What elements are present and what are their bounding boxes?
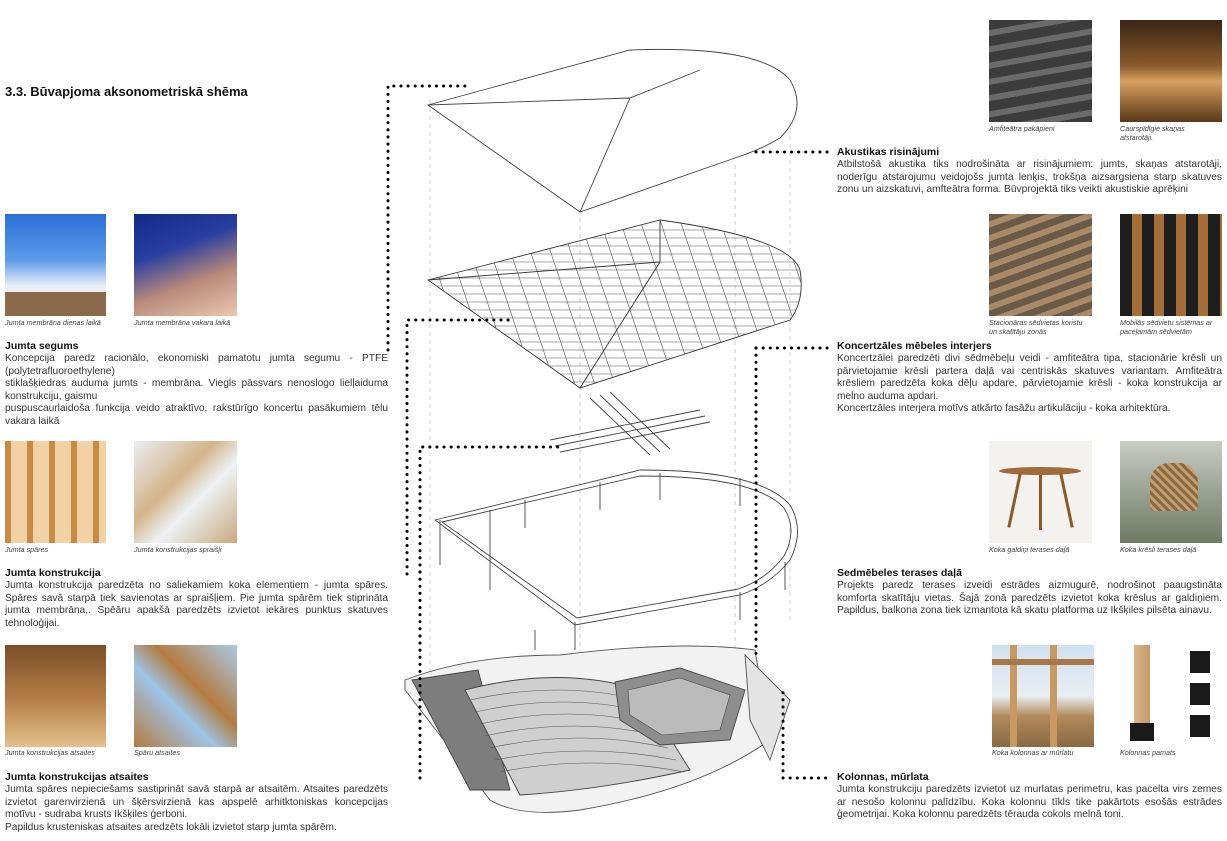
caption-roof-ties: Jumta konstrukcijas atsaites (5, 748, 95, 757)
section-body-kolonnas: Jumta konstrukciju paredzēts izvietot uz… (837, 784, 1222, 821)
section-body-jumta-konstrukcija: Jumta konstrukcija paredzēta no saliekam… (5, 580, 388, 629)
photo-rafter-ties (134, 645, 237, 747)
section-body-akustika: Atbilstošā akustika tiks nodrošināta ar … (837, 159, 1222, 196)
caption-column-base: Kolonnas pamats (1120, 748, 1176, 757)
section-body-jumta-segums: Koncepcija paredz racionālo, ekonomiski … (5, 353, 388, 429)
cross-bracing (549, 391, 711, 456)
roof-membrane (426, 48, 798, 213)
mebeles-paragraph-1: Koncertzālei paredzēti divi sēdmēbeļu ve… (837, 353, 1222, 402)
photo-terrace-tables (989, 441, 1092, 543)
roof-grid (426, 219, 802, 389)
segums-paragraph-2: stiklašķiedras auduma jumts - membrāna. … (5, 378, 388, 402)
mebeles-paragraph-2: Koncertzāles interjera motīvs atkārto fa… (837, 403, 1171, 415)
leader-lines-left (386, 84, 560, 780)
photo-stationary-seats (989, 214, 1092, 316)
caption-mobile-seats: Mobilās sēdvietu sistēmas ar paceļamām s… (1120, 318, 1213, 336)
section-title-terase: Sedmēbeles terases daļā (837, 567, 962, 579)
caption-stationary-seats: Stacionāras sēdvietas koristu un skatītā… (989, 318, 1083, 336)
section-title-mebeles: Koncertzāles mēbeles interjers (837, 340, 992, 352)
caption-roof-struts: Jumta konstrukcijas spraišļi (134, 545, 222, 554)
caption-terrace-chairs: Koka krēsli terases daļā (1120, 545, 1197, 554)
section-title-jumta-segums: Jumta segums (5, 340, 79, 352)
photo-roof-rafters (5, 441, 106, 543)
caption-acoustic-reflectors: Caurspīdīgie skaņas atstarotāji. (1120, 124, 1185, 142)
photo-roof-ties (5, 645, 106, 747)
atsaites-paragraph-2: Papildus krusteniskas atsaites aredzēts … (5, 821, 337, 833)
photo-wood-columns (992, 645, 1094, 747)
section-title-kolonnas: Kolonnas, mūrlata (837, 771, 929, 783)
segums-paragraph-3: puspuscaurlaidoša funkcija veido atraktī… (5, 403, 388, 427)
leader-lines-right (754, 150, 834, 780)
guide-lines (429, 100, 791, 730)
photo-membrane-evening (134, 214, 237, 316)
photo-acoustic-reflectors (1120, 20, 1222, 122)
caption-roof-rafters: Jumta spāres (5, 545, 49, 554)
section-body-jumta-atsaites: Jumta spāres nepieciešams sastiprināt sa… (5, 784, 388, 834)
photo-amphitheatre-steps (989, 20, 1092, 122)
atsaites-paragraph-1: Jumta spāres nepieciešams sastiprināt sa… (5, 784, 388, 821)
photo-column-base (1120, 645, 1222, 747)
segums-paragraph-1: Koncepcija paredz racionālo, ekonomiski … (5, 353, 388, 377)
caption-terrace-tables: Koka galdiņi terases daļā (989, 545, 1070, 554)
amphitheatre-base (404, 645, 791, 813)
photo-mobile-seats (1120, 214, 1222, 316)
photo-roof-struts (134, 441, 237, 543)
section-title-jumta-atsaites: Jumta konstrukcijas atsaites (5, 771, 149, 783)
section-title-akustika: Akustikas risinājumi (837, 146, 940, 158)
caption-wood-columns: Koka kolonnas ar mūrlatu (992, 748, 1074, 757)
caption-membrane-evening: Jumta membrāna vakara laikā (134, 318, 231, 327)
section-title-jumta-konstrukcija: Jumta konstrukcija (5, 567, 101, 579)
section-body-terase: Projekts paredz terases izveidi estrādes… (837, 580, 1222, 617)
ring-beam (433, 469, 798, 650)
page-title: 3.3. Būvapjoma aksonometriskā shēma (5, 84, 248, 99)
caption-rafter-ties: Spāru atsaites (134, 748, 180, 757)
photo-terrace-chairs (1120, 441, 1222, 543)
caption-membrane-day: Jumta membrāna dienas laikā (5, 318, 101, 327)
caption-amphitheatre-steps: Amfiteātra pakāpieni (989, 124, 1055, 133)
section-body-mebeles: Koncertzālei paredzēti divi sēdmēbeļu ve… (837, 353, 1222, 416)
photo-membrane-day (5, 214, 106, 316)
